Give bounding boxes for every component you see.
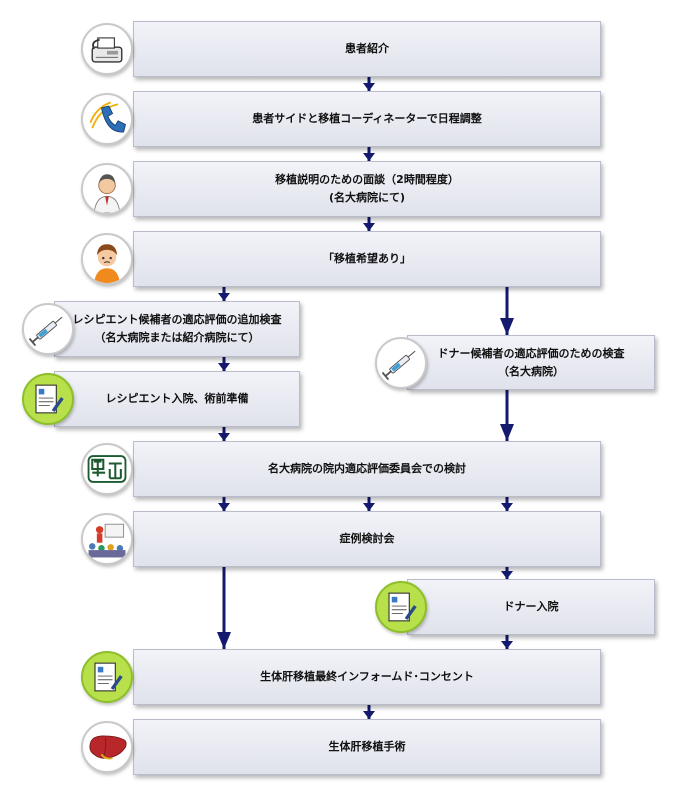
step-label-line1: ドナー候補者の適応評価のための検査 <box>437 346 625 360</box>
step-label-line2: （名大病院） <box>498 364 564 378</box>
step-label-line2: (名大病院にて) <box>328 191 406 204</box>
syringe-icon <box>375 337 427 389</box>
step-label: 生体肝移植最終インフォームド･コンセント <box>260 670 474 683</box>
step-patient-referral: 患者紹介 <box>133 21 601 77</box>
step-label: レシピエント入院、術前準備 <box>105 392 249 405</box>
document-pen-icon <box>81 651 133 703</box>
step-label-line1: レシピエント候補者の適応評価の追加検査 <box>72 313 282 326</box>
patient-icon <box>81 233 133 285</box>
doctor-icon <box>81 163 133 215</box>
step-donor-admission: ドナー入院 <box>407 579 655 635</box>
step-schedule-coordination: 患者サイドと移植コーディネーターで日程調整 <box>133 91 601 147</box>
hospital-logo-icon <box>81 443 133 495</box>
document-pen-icon <box>375 581 427 633</box>
step-label: 「移植希望あり」 <box>323 252 411 265</box>
step-evaluation-committee: 名大病院の院内適応評価委員会での検討 <box>133 441 601 497</box>
liver-icon <box>81 721 133 773</box>
step-transplant-wish: 「移植希望あり」 <box>133 231 601 287</box>
step-case-conference: 症例検討会 <box>133 511 601 567</box>
step-recipient-admission: レシピエント入院、術前準備 <box>54 371 300 427</box>
phone-handset-icon <box>81 93 133 145</box>
step-label: ドナー入院 <box>503 600 559 613</box>
step-label: 名大病院の院内適応評価委員会での検討 <box>268 462 466 475</box>
step-label-line2: （名大病院または紹介病院にて） <box>94 331 260 344</box>
step-label-line1: 移植説明のための面談（2時間程度） <box>275 173 459 186</box>
step-label: 患者紹介 <box>345 42 389 55</box>
step-label: 患者サイドと移植コーディネーターで日程調整 <box>252 112 482 125</box>
step-donor-exam: ドナー候補者の適応評価のための検査 （名大病院） <box>407 335 655 390</box>
step-informed-consent: 生体肝移植最終インフォームド･コンセント <box>133 649 601 705</box>
step-transplant-explanation: 移植説明のための面談（2時間程度） (名大病院にて) <box>133 161 601 217</box>
document-pen-icon <box>22 373 74 425</box>
syringe-icon <box>22 303 74 355</box>
fax-machine-icon <box>81 23 133 75</box>
step-recipient-additional-exam: レシピエント候補者の適応評価の追加検査 （名大病院または紹介病院にて） <box>54 301 300 357</box>
step-label: 症例検討会 <box>339 532 395 545</box>
conference-meeting-icon <box>81 513 133 565</box>
step-transplant-surgery: 生体肝移植手術 <box>133 719 601 775</box>
step-label: 生体肝移植手術 <box>328 740 406 753</box>
